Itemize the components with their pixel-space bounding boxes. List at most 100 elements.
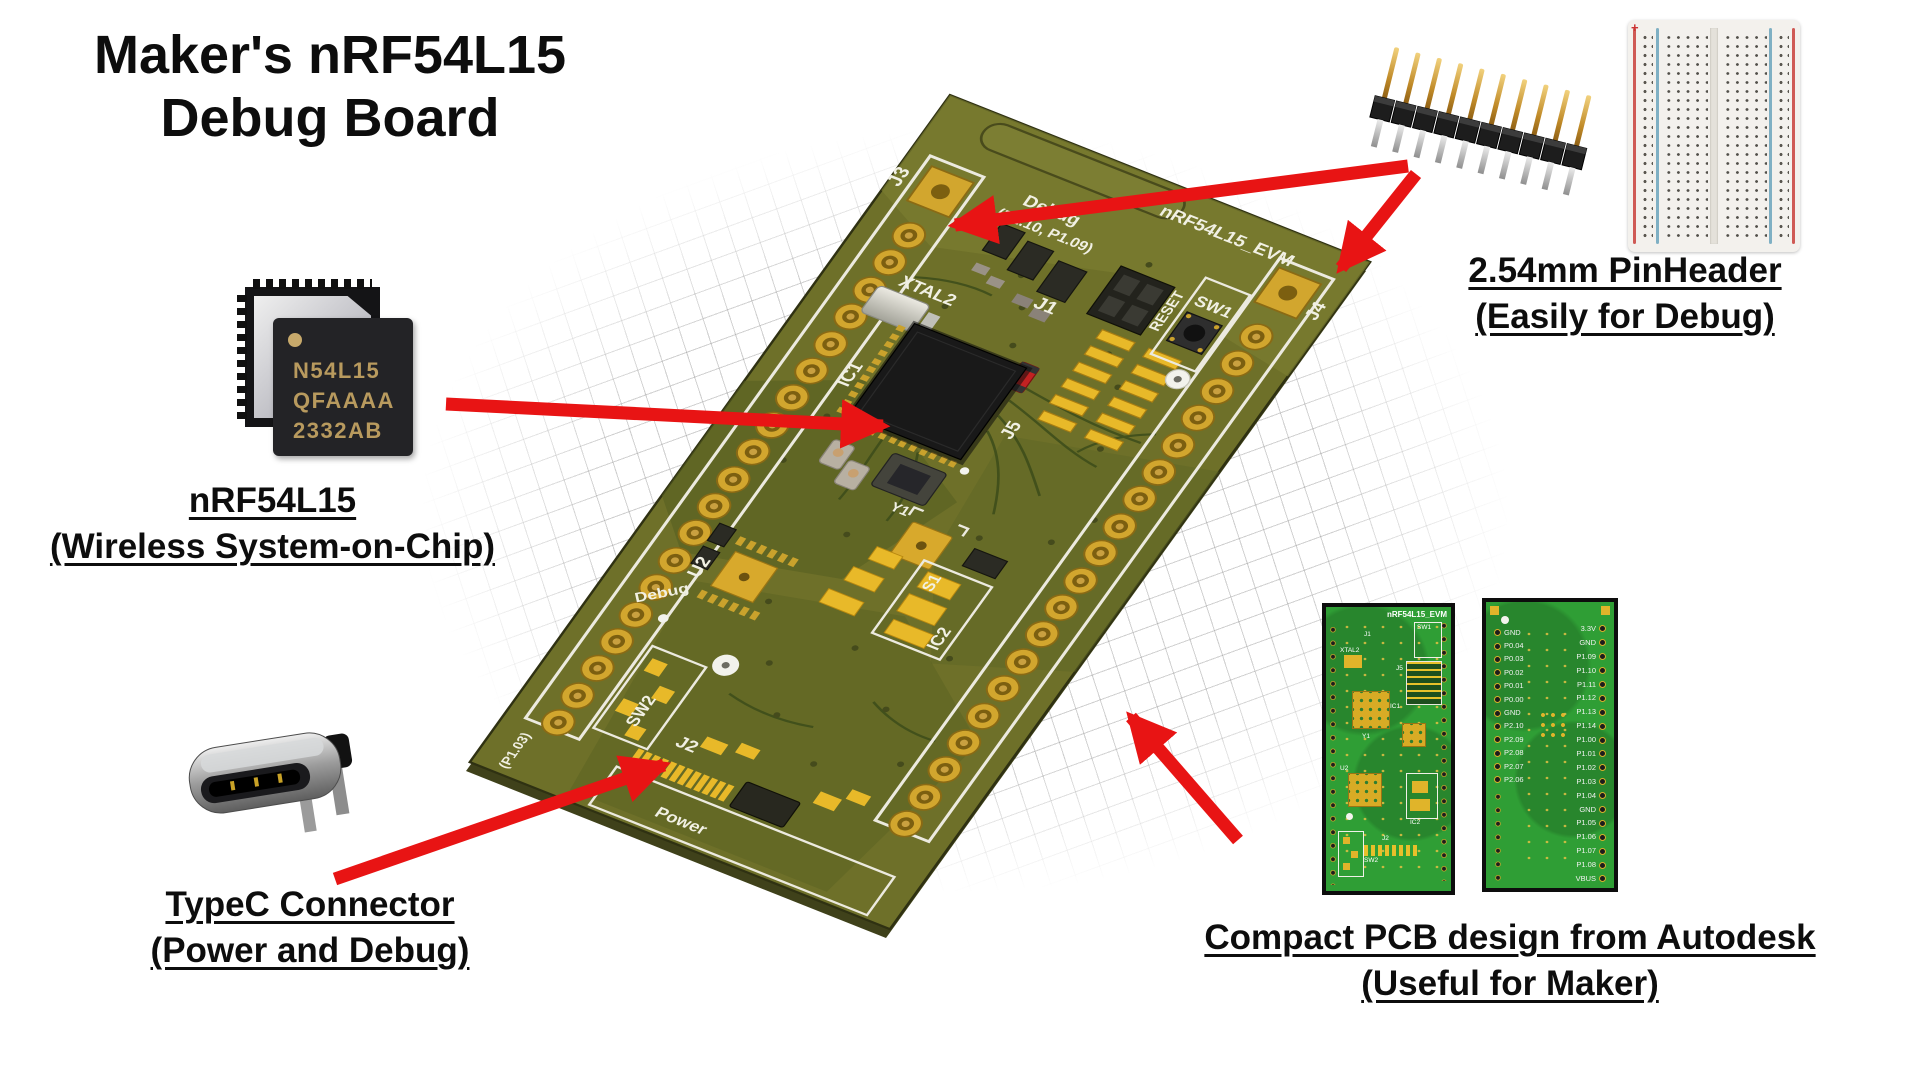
pin-hole <box>1494 736 1501 744</box>
pin-label: P2.08 <box>1504 748 1524 758</box>
front-ic2-gold1 <box>1412 781 1428 793</box>
back-pin-row: P0.01 <box>1494 680 1524 693</box>
pin-label: P1.06 <box>1576 832 1596 842</box>
back-pin-row: P1.08 <box>1576 858 1606 872</box>
pin-label: P0.04 <box>1504 641 1524 651</box>
breadboard-bank-left <box>1661 31 1709 239</box>
front-label-y1: Y1 <box>1362 733 1370 740</box>
chip-caption-line1: nRF54L15 <box>188 481 357 520</box>
pin-label: P1.09 <box>1576 651 1596 661</box>
chip-front: N54L15 QFAAAA 2332AB <box>273 318 413 456</box>
pin-hole <box>1494 682 1501 690</box>
pin-label: P1.02 <box>1576 762 1596 772</box>
back-pin-row: P1.11 <box>1576 678 1606 692</box>
pin-label: GND <box>1579 637 1596 647</box>
pin-hole <box>1599 875 1606 883</box>
front-label-sw2: SW2 <box>1364 857 1379 864</box>
back-pin-row: P1.04 <box>1576 789 1606 803</box>
breadboard-center-channel <box>1710 28 1718 244</box>
chip-pins-left <box>237 295 247 419</box>
pin-hole <box>1494 655 1501 663</box>
pin-hole <box>1494 669 1501 677</box>
chip-marking-line3: 2332AB <box>293 418 383 443</box>
front-xtal <box>1344 655 1362 668</box>
typec-top-highlight <box>200 737 324 773</box>
pin-hole <box>1599 806 1606 814</box>
page-title-line2: Debug Board <box>160 88 500 148</box>
pin-hole <box>1599 792 1606 800</box>
front-label-j2: J2 <box>1382 835 1389 842</box>
back-pin-row: GND <box>1494 706 1524 719</box>
breadboard-image: + <box>1628 20 1800 252</box>
pin-label: GND <box>1579 804 1596 814</box>
back-pin-row: P2.07 <box>1494 760 1524 773</box>
pin-hole <box>1599 819 1606 827</box>
breadboard-rail-blue-left <box>1656 28 1660 244</box>
pin-label: P1.03 <box>1576 776 1596 786</box>
pin-hole <box>1494 709 1501 717</box>
pin-label: P0.00 <box>1504 694 1524 704</box>
nrf54l15-chip-image: N54L15 QFAAAA 2332AB <box>237 279 423 460</box>
pin-label: GND <box>1504 708 1521 718</box>
pin-hole <box>1494 696 1501 704</box>
back-pin-row: GND <box>1576 803 1606 817</box>
breadboard-bank-right <box>1719 31 1767 239</box>
front-sw1-box <box>1414 622 1442 658</box>
pinheader-caption-line2: (Easily for Debug) <box>1475 297 1775 336</box>
breadboard-rail-holes-left <box>1638 29 1654 242</box>
pin-hole <box>1599 625 1606 633</box>
chip-caption-line2: (Wireless System-on-Chip) <box>49 527 496 566</box>
front-sw2-g3 <box>1343 863 1350 870</box>
back-pin-row: P1.00 <box>1576 733 1606 747</box>
pin-hole <box>1599 764 1606 772</box>
back-pin-row: P1.03 <box>1576 775 1606 789</box>
front-label-j1: J1 <box>1364 631 1371 638</box>
pin-hole <box>1599 861 1606 869</box>
back-pin-row: P0.00 <box>1494 693 1524 706</box>
page-title-line1: Maker's nRF54L15 <box>93 25 567 85</box>
pin-hole <box>1599 694 1606 702</box>
breadboard-rail-red-left <box>1633 28 1636 244</box>
pin-hole <box>1494 749 1501 757</box>
pin-label: 3.3V <box>1580 623 1596 633</box>
chip-caption: nRF54L15 (Wireless System-on-Chip) <box>15 478 530 570</box>
back-pin-row: GND <box>1494 626 1524 639</box>
front-ic1-qfn <box>1352 691 1390 729</box>
page-title: Maker's nRF54L15 Debug Board <box>40 24 620 150</box>
front-sw2-g2 <box>1351 851 1358 858</box>
pin-hole <box>1599 833 1606 841</box>
front-u2-qfn <box>1348 773 1382 807</box>
pin-hole <box>1599 778 1606 786</box>
back-pin-row: P2.06 <box>1494 773 1524 786</box>
front-label-sw1: SW1 <box>1417 624 1432 631</box>
back-pin-row: P1.01 <box>1576 747 1606 761</box>
pin-label: P0.03 <box>1504 654 1524 664</box>
front-label-u2: U2 <box>1340 765 1349 772</box>
front-label-ic1: IC1 <box>1390 703 1401 710</box>
front-j2-pads <box>1364 845 1420 856</box>
back-pin-row: P1.10 <box>1576 664 1606 678</box>
back-pin-row: 3.3V <box>1576 622 1606 636</box>
back-pin-row: P1.06 <box>1576 830 1606 844</box>
back-pin-row: P0.04 <box>1494 639 1524 652</box>
pin-label: P1.07 <box>1576 846 1596 856</box>
back-pin-row: P1.02 <box>1576 761 1606 775</box>
pin-label: VBUS <box>1575 873 1596 883</box>
chip-marking: N54L15 QFAAAA 2332AB <box>293 356 395 446</box>
back-white-dot <box>1501 616 1509 624</box>
breadboard-rail-holes-right <box>1774 29 1790 242</box>
chip-marking-line1: N54L15 <box>293 358 381 383</box>
chip-marking-line2: QFAAAA <box>293 388 395 413</box>
pin-hole <box>1599 736 1606 744</box>
front-label-j5: J5 <box>1396 665 1403 672</box>
pin-label: P2.10 <box>1504 721 1524 731</box>
back-corner-pad-left <box>1490 606 1499 615</box>
pin-label: P1.10 <box>1576 665 1596 675</box>
back-pin-row: P1.09 <box>1576 650 1606 664</box>
pin-label: P1.00 <box>1576 735 1596 745</box>
typec-caption-line1: TypeC Connector <box>165 885 455 924</box>
pin-label: GND <box>1504 627 1521 637</box>
